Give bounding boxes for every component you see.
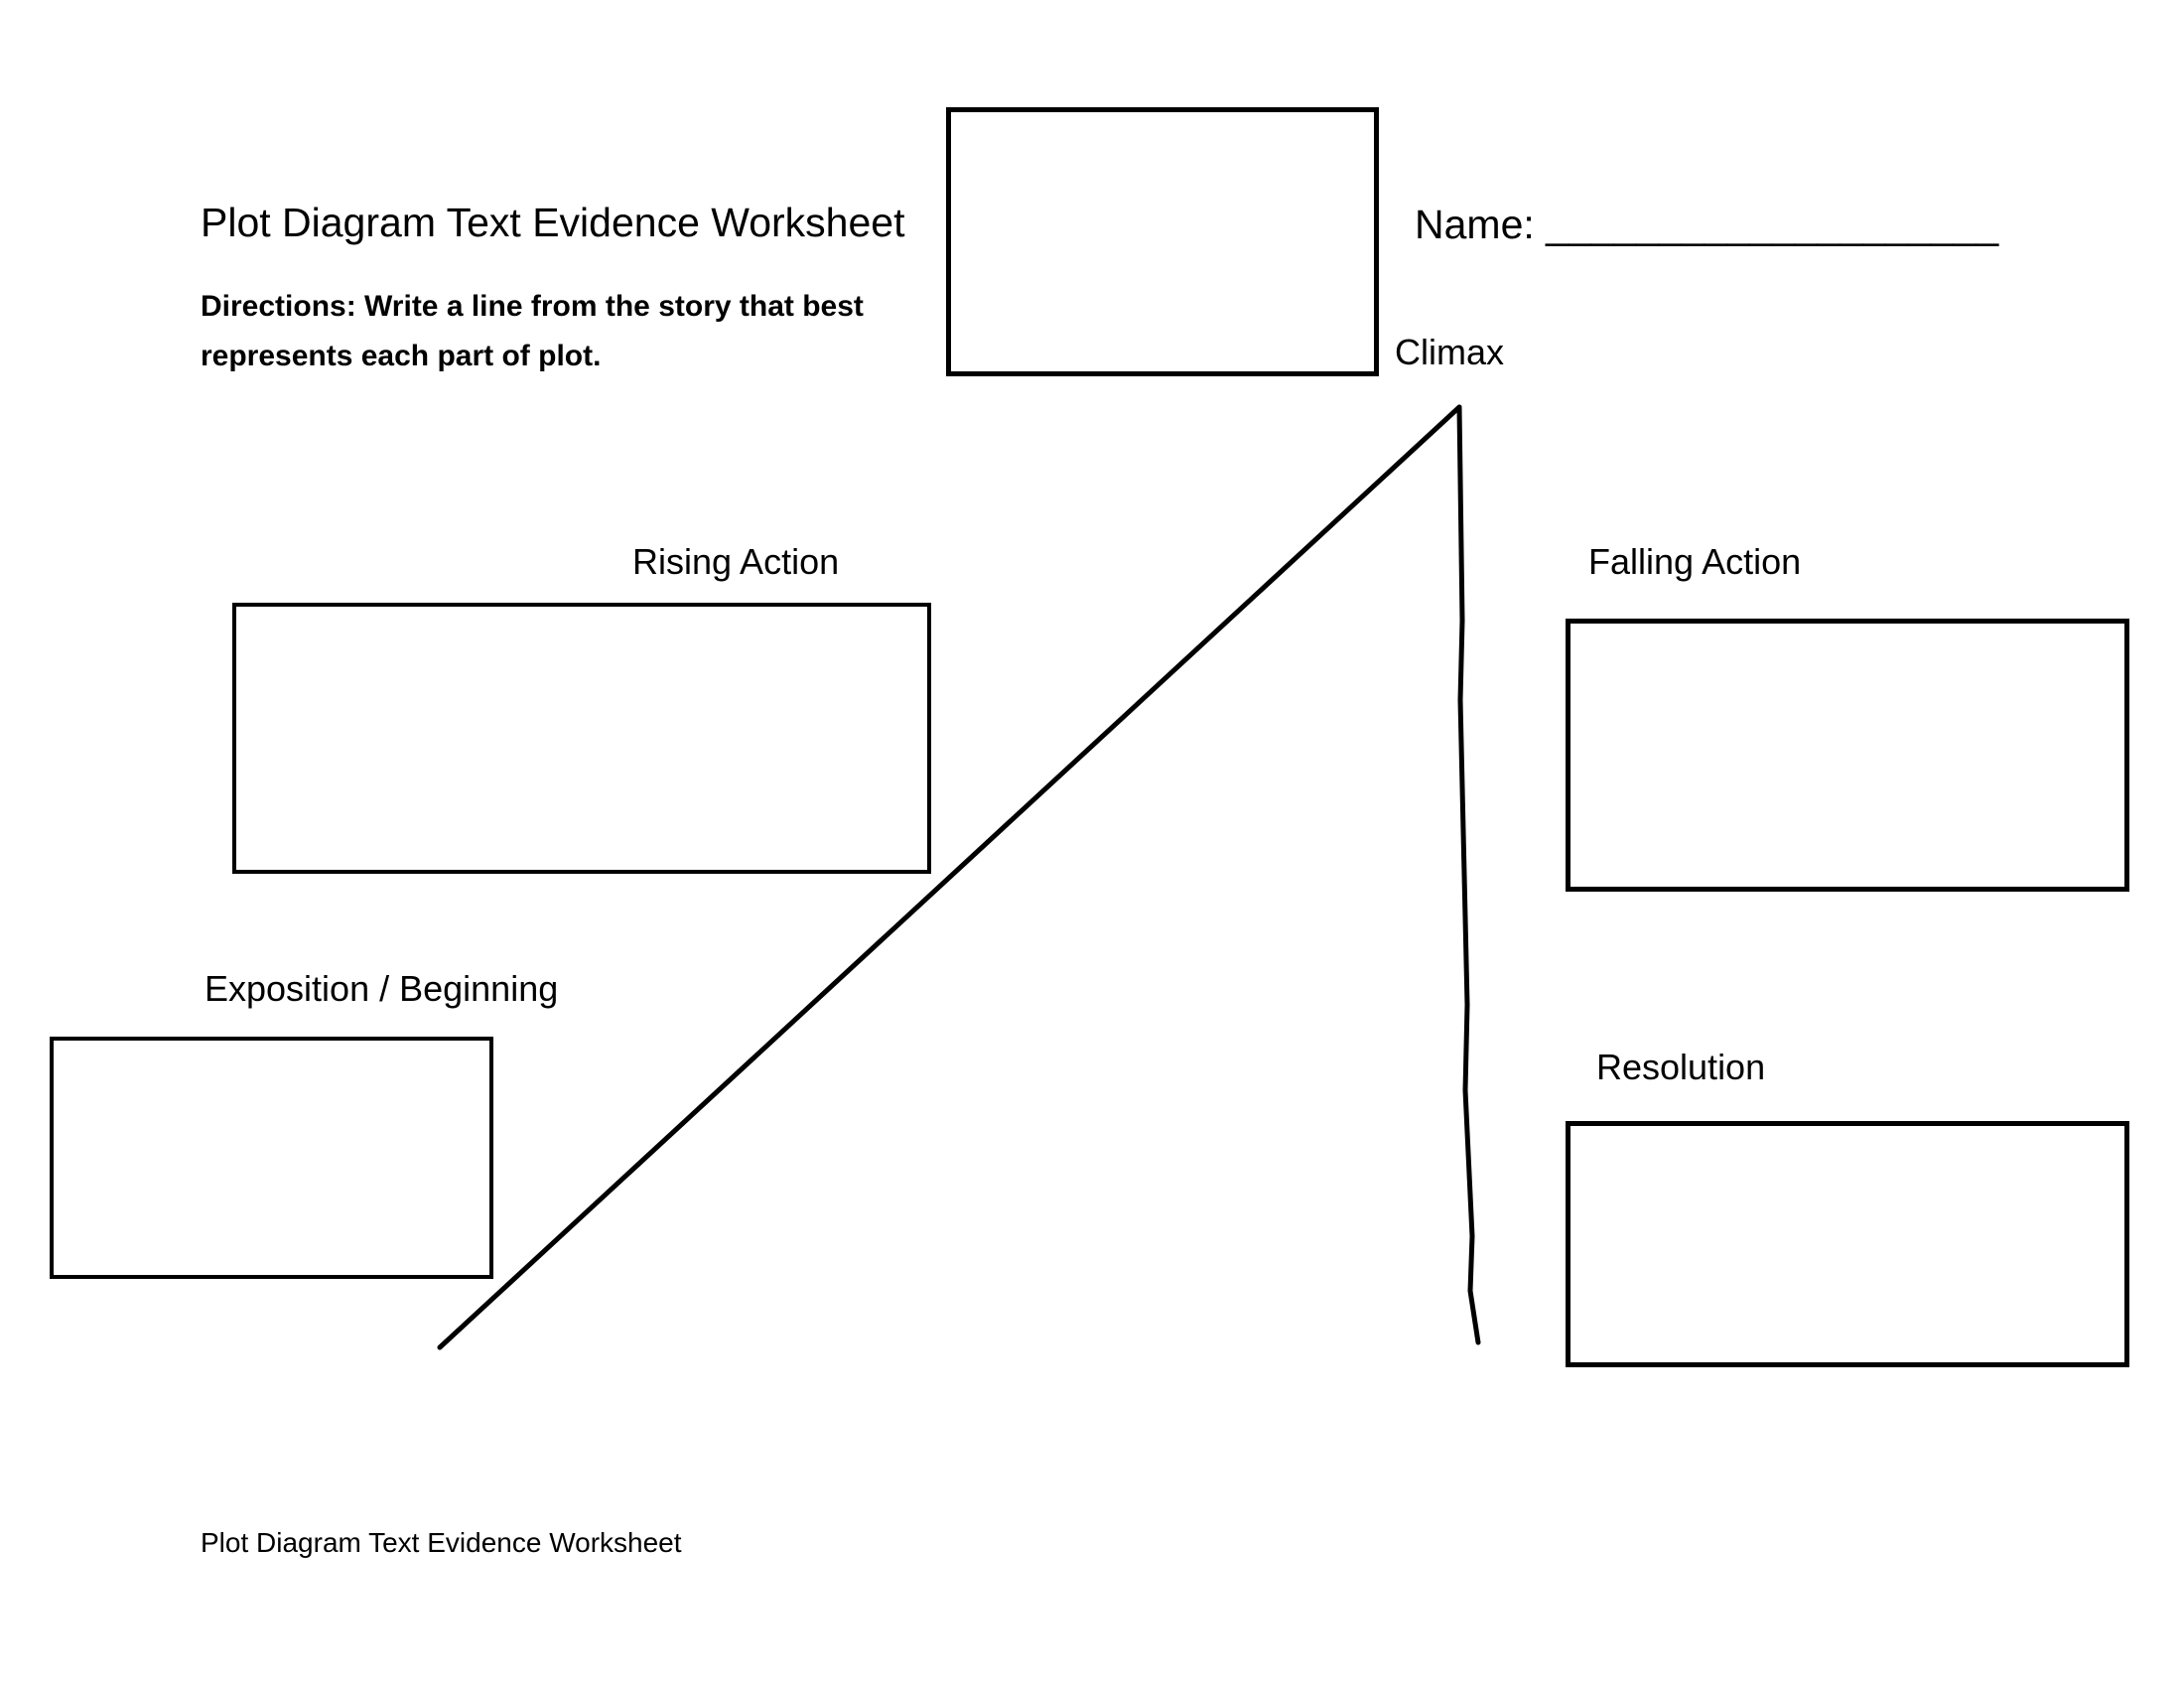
resolution-answer-box[interactable] [1566, 1121, 2129, 1367]
directions: Directions: Write a line from the story … [201, 282, 864, 381]
footer-text: Plot Diagram Text Evidence Worksheet [201, 1527, 682, 1558]
page-title: Plot Diagram Text Evidence Worksheet [201, 200, 905, 245]
falling-action-line [1456, 404, 1481, 1345]
name-label: Name: [1415, 202, 1535, 247]
falling-action-answer-box[interactable] [1566, 619, 2129, 892]
directions-line-2: represents each part of plot. [201, 340, 602, 372]
climax-label: Climax [1395, 332, 1505, 372]
resolution-label: Resolution [1596, 1047, 1766, 1087]
rising-action-line [437, 404, 1462, 1350]
name-row: Name: ____________________ [1415, 202, 1998, 248]
exposition-label: Exposition / Beginning [205, 968, 559, 1009]
rising-action-answer-box[interactable] [232, 603, 931, 874]
climax-answer-box[interactable] [946, 107, 1379, 376]
falling-action-label: Falling Action [1588, 541, 1802, 582]
name-blank-field[interactable]: ____________________ [1546, 202, 1999, 247]
directions-line-1: Directions: Write a line from the story … [201, 290, 864, 323]
exposition-answer-box[interactable] [50, 1037, 493, 1279]
rising-action-label: Rising Action [632, 541, 840, 582]
